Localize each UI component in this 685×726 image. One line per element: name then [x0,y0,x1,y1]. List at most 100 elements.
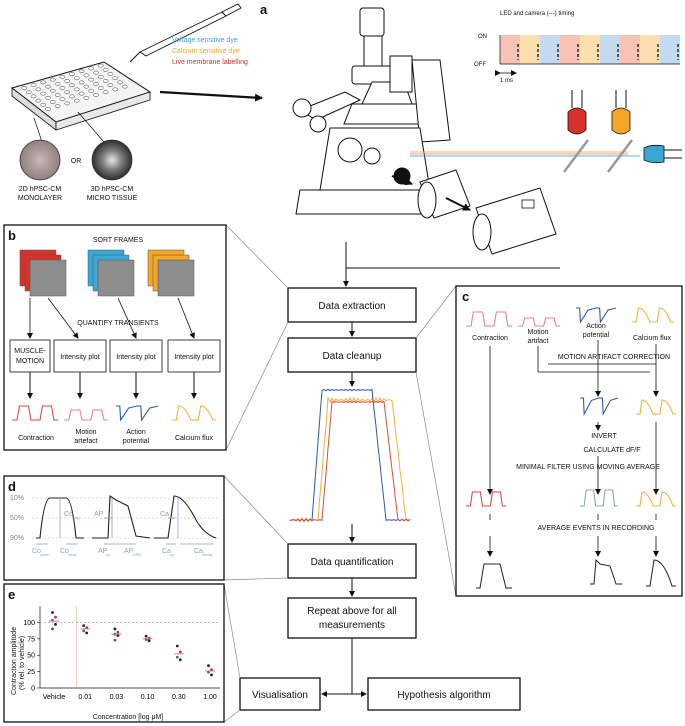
d-co-relax: Co [60,548,69,555]
sample-2d-line1: 2D hPSC-CM [19,186,62,193]
c-calcium-trace [632,307,674,323]
d-level-90: 90% [10,535,24,542]
well-plate-icon [10,61,152,131]
d-ca-decay: Ca [194,548,203,555]
e-data-point [113,627,117,631]
timing-bar [540,35,560,64]
plate-well [78,80,85,85]
timing-off-label: OFF [474,62,486,68]
plate-well [117,80,123,85]
e-data-point [51,611,54,614]
timing-bar [660,35,680,64]
e-ylabel-line1: Contraction amplitude [11,627,18,695]
e-y-tick-label: 75 [27,636,35,643]
data-quantification-label: Data quantification [311,557,394,568]
e-data-point [116,630,120,634]
c-head-ap-2: potential [583,332,610,339]
hypothesis-label: Hypothesis algorithm [397,690,490,701]
calcium-flux-trace [172,405,216,421]
e-y-tick-label: 100 [23,620,35,627]
timing-title: LED and camera (---) timing [500,11,574,17]
overlay-calcium-trace [289,395,411,524]
e-y-tick-label: 25 [27,669,35,676]
panel-a-letter: a [260,2,268,17]
scope-to-port-arrow [391,175,413,186]
plate-well [45,107,51,111]
plate-well [107,83,114,88]
plate-well [69,83,75,88]
plate-well [93,70,99,75]
d-co-amp: Co [64,511,73,518]
plate-well [40,91,47,96]
plate-well [121,84,128,89]
e-ylabel-line2: (% rel. to vehicle) [19,636,26,690]
repeat-line1: Repeat above for all [307,606,397,617]
c-contraction-avg [476,563,512,589]
e-x-tick-label: Vehicle [43,694,66,701]
overlay-traces [289,388,411,524]
d-ap-up-sub: up [106,552,111,557]
plate-well [69,94,75,99]
d-ap-apd-sub: APD [133,552,141,557]
panel-b-letter: b [8,228,16,243]
timing-bar [500,35,520,64]
c-head-ap-1: Action [586,323,606,330]
plate-well [88,66,95,71]
c-ap-trace [576,307,617,324]
plate-well [30,83,37,88]
e-data-point [178,658,182,662]
plate-well [78,69,85,74]
panel-b: b SORT FRAMES QUANTIFY TRANSIENTS MUSCLE… [3,224,227,451]
motion-artefact-trace [64,409,108,421]
plate-well [102,90,109,95]
e-data-point [54,622,57,626]
plate-well [59,74,66,79]
d-ap-amp-sub: amp [104,515,113,520]
intensity-plot-1: Intensity plot [60,354,99,361]
c-step-average: AVERAGE EVENTS IN RECORDING [538,525,655,532]
repeat-line2: measurements [319,620,385,631]
plate-well [35,87,42,92]
timing-bar [520,35,540,64]
e-data-point [82,629,86,633]
d-ca-decay-sub: decay [202,552,213,557]
plate-well [93,93,99,97]
d-ca-amp-sub: amp [168,515,177,520]
camera-icon [417,169,557,255]
c-calcium-corrected [636,399,676,415]
c-head-contraction: Contraction [472,335,508,342]
plate-well [88,77,95,82]
d-ap-apd: AP [124,548,134,555]
microtissue-image [91,139,133,181]
d-ca-up: Ca [162,548,171,555]
e-x-tick-label: 0.30 [172,694,186,701]
plate-well [97,74,104,79]
c-step-dff: CALCULATE dF/F [583,447,640,454]
plate-to-microscope-arrow [159,90,263,102]
sample-3d-line1: 3D hPSC-CM [91,186,134,193]
b-output-motion-2: artefact [74,438,97,445]
orange-led-icon [611,90,631,135]
c-calcium-filtered [636,491,676,507]
plate-well [107,72,114,76]
scope-to-camera-arrow [445,197,471,211]
red-led-icon [567,90,587,135]
sample-3d-line2: MICRO TISSUE [87,195,138,202]
plate-well [35,98,42,103]
repeat-box: Repeat above for all measurements [287,597,417,639]
plate-well [102,67,109,72]
plate-well [54,93,61,97]
c-step-motion-correction: MOTION ARTIFACT CORRECTION [558,354,670,361]
b-arrow [177,297,195,339]
dye-voltage-label: Voltage sensitive dye [172,37,238,44]
e-y-tick-label: 50 [27,653,35,660]
d-contraction-trace [36,497,84,539]
plate-well [59,97,66,102]
d-co-contr-sub: contr [40,552,50,557]
d-co-contr: Co [32,548,41,555]
visualisation-box: Visualisation [239,677,321,711]
c-contraction-filtered [466,491,506,507]
b-output-ap-2: potential [123,438,150,445]
light-beams [410,151,640,157]
intensity-plot-3: Intensity plot [174,354,213,361]
